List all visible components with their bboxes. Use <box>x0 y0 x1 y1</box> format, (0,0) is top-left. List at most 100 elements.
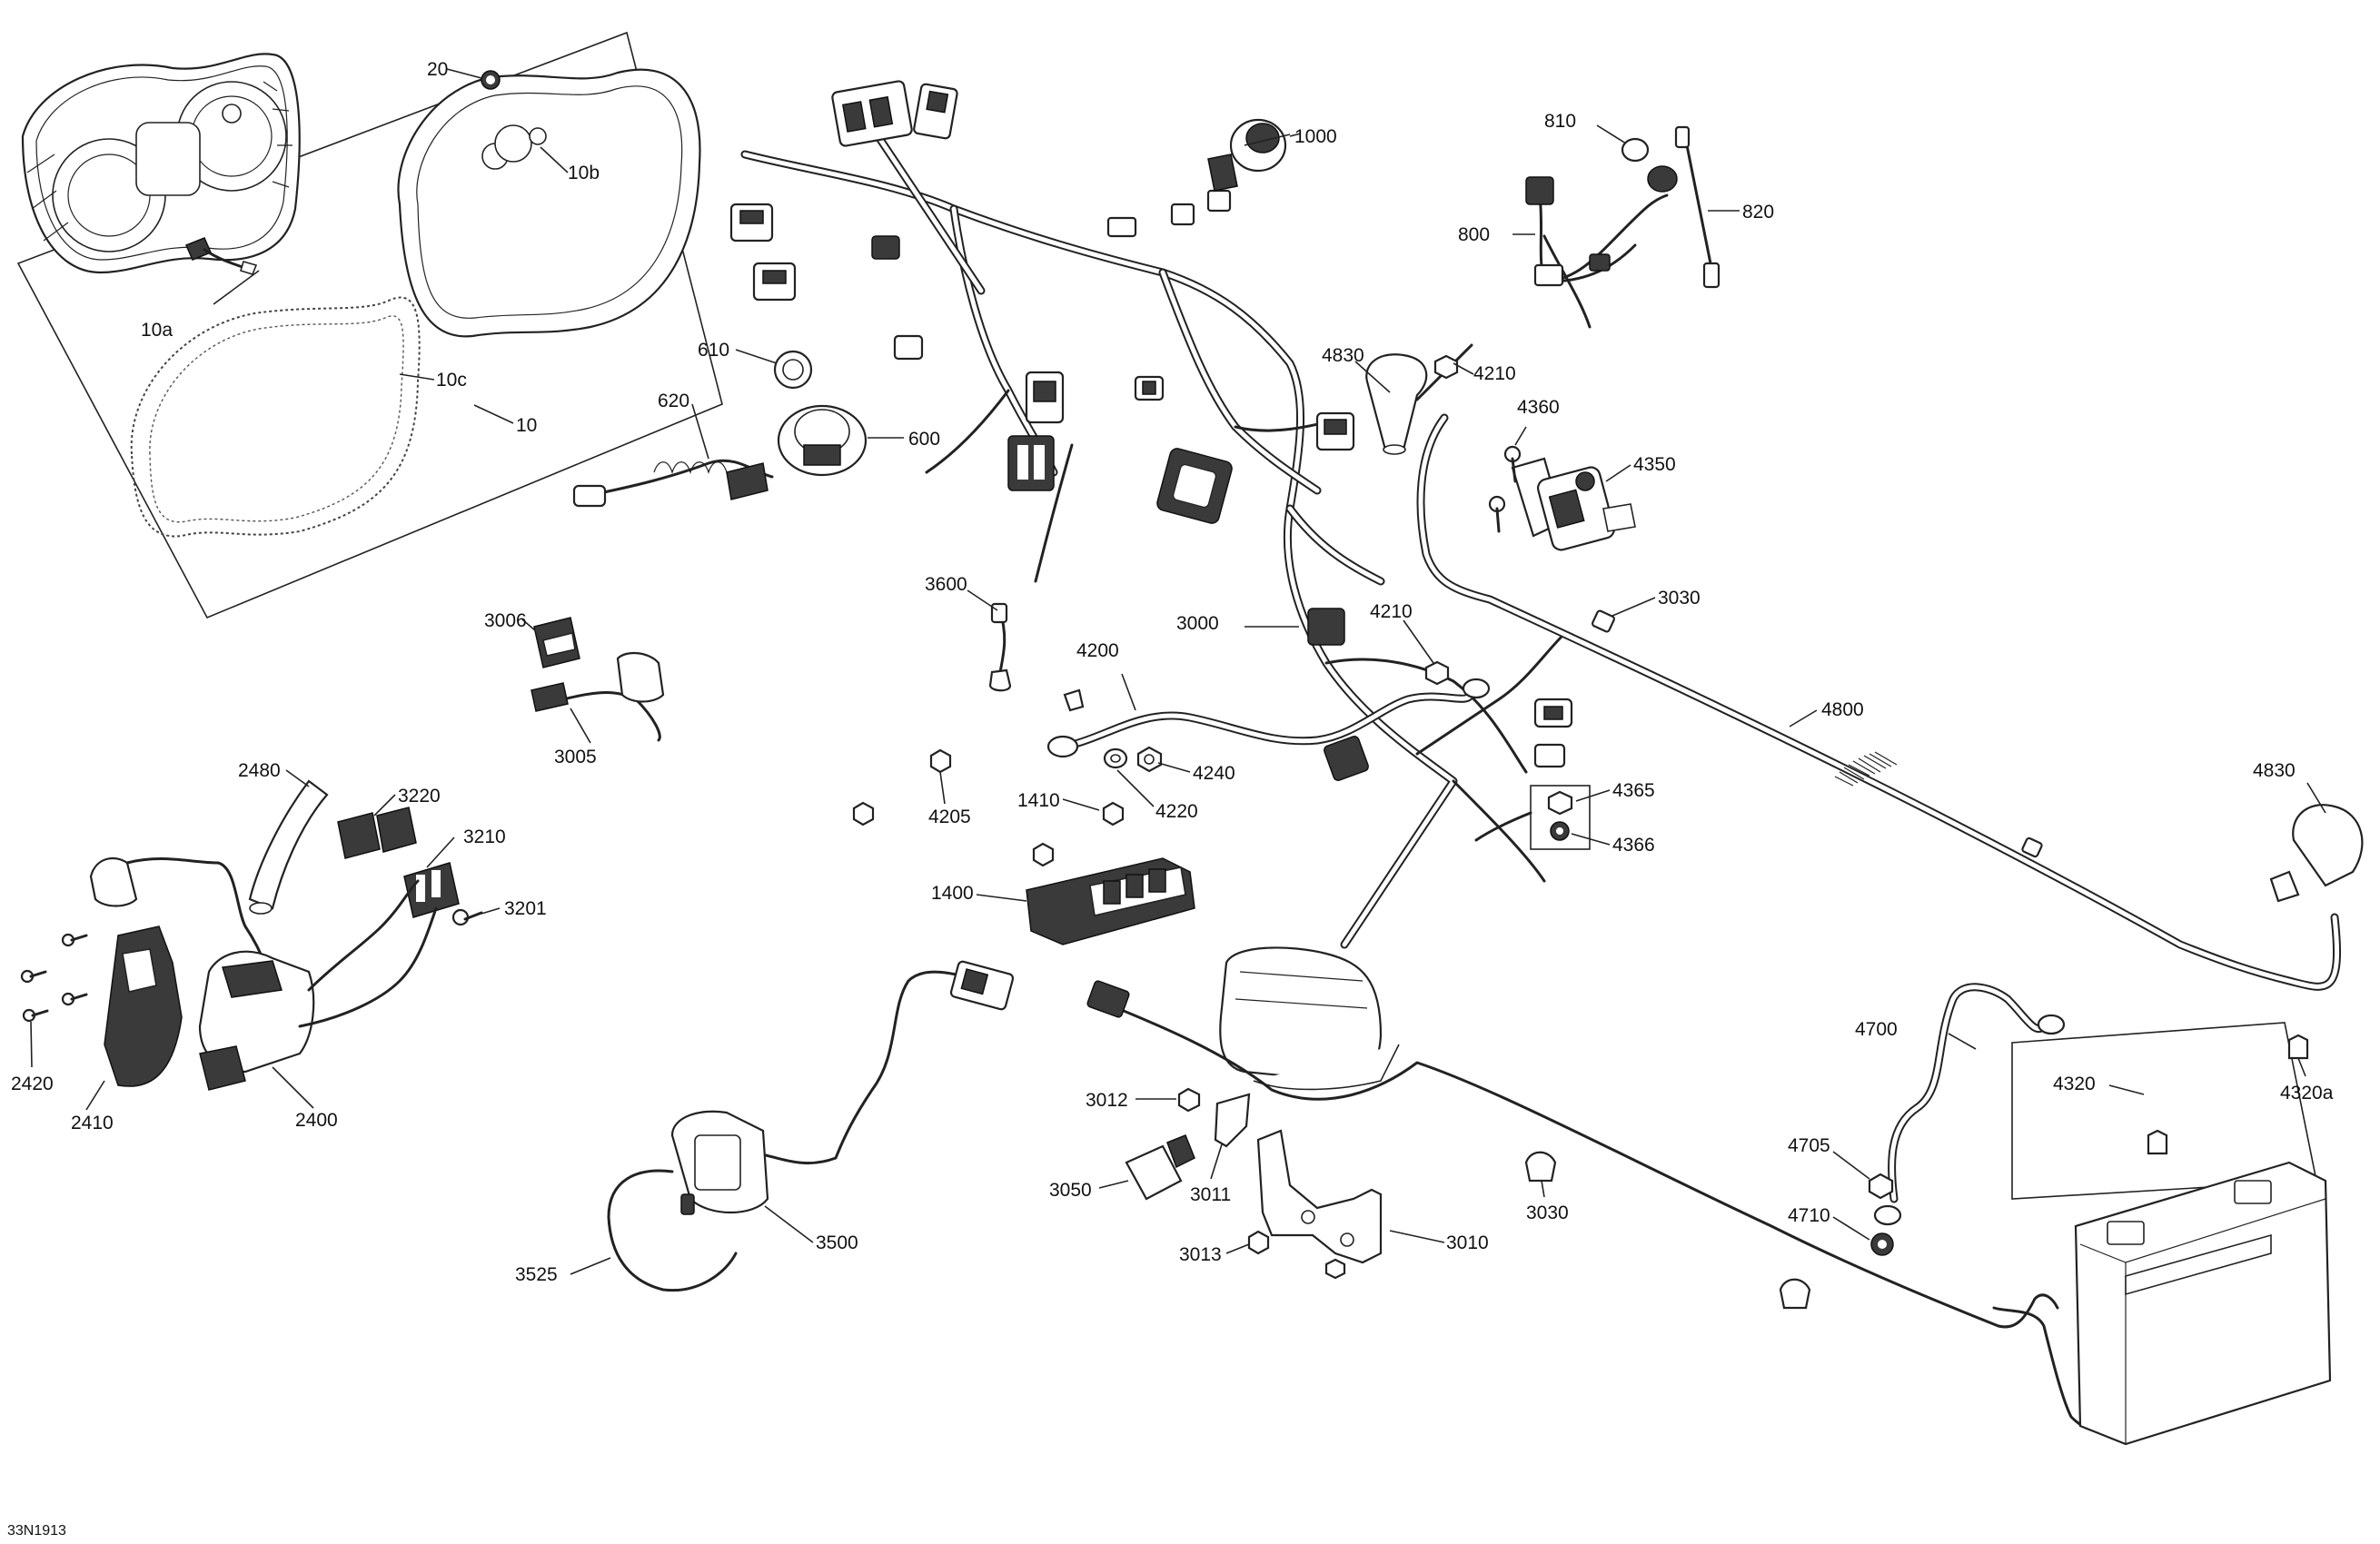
callout-4830-top: 4830 <box>1322 345 1364 366</box>
callout-2420: 2420 <box>11 1074 54 1094</box>
callout-4210-top: 4210 <box>1473 363 1516 384</box>
leader-2420 <box>30 1021 33 1068</box>
leader-4220 <box>1116 769 1155 807</box>
callout-10: 10 <box>516 415 537 436</box>
leader-3010 <box>1389 1230 1445 1243</box>
leader-10c <box>399 373 435 381</box>
nut-4705 <box>1868 1173 1894 1200</box>
hose-2480 <box>248 779 329 915</box>
callout-620: 620 <box>658 391 689 411</box>
nut-1410 <box>1032 801 1125 867</box>
gauge-connector-10a <box>185 237 258 275</box>
callout-3030-bottom: 3030 <box>1526 1203 1569 1223</box>
clip-3030-bottom <box>1524 1151 1811 1310</box>
callout-4366: 4366 <box>1612 835 1655 856</box>
callout-3011: 3011 <box>1190 1184 1231 1205</box>
callout-4710: 4710 <box>1788 1205 1830 1226</box>
nut-4240 <box>1136 746 1163 773</box>
leader-4700 <box>1948 1033 1977 1050</box>
leader-4240 <box>1157 762 1191 773</box>
fuse-box <box>1219 946 1400 1091</box>
leader-4320a <box>2297 1057 2306 1077</box>
leader-4210a <box>1453 362 1474 375</box>
knob-20 <box>481 70 501 90</box>
regulator-1400 <box>1026 857 1195 945</box>
handlebar-switch-2400 <box>198 879 438 1091</box>
power-socket-1000 <box>1207 118 1302 192</box>
leader-4360 <box>1514 426 1527 446</box>
callout-4220: 4220 <box>1155 801 1198 822</box>
harness-3005 <box>531 651 665 742</box>
leader-3011 <box>1210 1143 1223 1180</box>
antenna-3525 <box>607 1169 738 1292</box>
callout-4830-bottom: 4830 <box>2253 760 2296 781</box>
leader-4205 <box>939 771 946 805</box>
boot-4830-top <box>1365 353 1428 455</box>
leader-3500 <box>764 1205 814 1243</box>
leader-4366 <box>1571 833 1611 846</box>
callout-1410: 1410 <box>1017 790 1060 811</box>
callout-4700: 4700 <box>1855 1019 1898 1040</box>
leader-4365 <box>1575 789 1611 802</box>
gauge-lens-10c <box>130 296 421 538</box>
callout-10b: 10b <box>568 163 600 183</box>
callout-3013: 3013 <box>1179 1244 1222 1265</box>
connector-3050 <box>1125 1134 1195 1201</box>
leader-610 <box>735 349 778 364</box>
callout-1400: 1400 <box>931 883 974 904</box>
callout-820: 820 <box>1742 202 1774 223</box>
leader-3030b <box>1541 1180 1545 1198</box>
solenoid-4350 <box>1511 457 1636 551</box>
leader-1400 <box>976 894 1027 902</box>
callout-1000: 1000 <box>1294 126 1337 147</box>
callout-4320a: 4320a <box>2280 1083 2334 1104</box>
leader-3050 <box>1098 1180 1129 1189</box>
module-3500 <box>670 960 1015 1215</box>
callout-3030-top: 3030 <box>1658 588 1701 609</box>
callout-4240: 4240 <box>1193 763 1235 784</box>
leader-3220 <box>373 794 396 817</box>
nut-3013 <box>1247 1230 1270 1255</box>
callout-10a: 10a <box>141 320 173 341</box>
leader-3525 <box>570 1257 611 1275</box>
callout-3210: 3210 <box>463 826 506 847</box>
callout-4800: 4800 <box>1821 699 1864 720</box>
leader-4710 <box>1832 1216 1870 1241</box>
leader-3030a <box>1611 597 1656 617</box>
leader-810 <box>1596 124 1627 144</box>
callout-10c: 10c <box>436 370 467 391</box>
leader-4800 <box>1789 709 1818 727</box>
cable-4700 <box>1873 983 2066 1226</box>
callout-4365: 4365 <box>1612 780 1655 801</box>
leader-3005 <box>570 708 591 744</box>
leader-10b <box>540 146 569 173</box>
nut-4210-mid <box>1424 660 1450 686</box>
callout-800: 800 <box>1458 224 1490 245</box>
callout-2410: 2410 <box>71 1113 114 1133</box>
callout-labels: 20 10b 10a 10c 10 1000 810 820 800 610 6… <box>7 59 2334 1539</box>
callout-610: 610 <box>698 340 729 361</box>
leader-4210b <box>1403 619 1434 664</box>
battery-cable-4800 <box>1416 413 2342 991</box>
callout-4320: 4320 <box>2053 1074 2096 1094</box>
leader-10 <box>473 404 514 424</box>
switch-3006 <box>533 617 580 668</box>
leader-10a <box>213 270 260 305</box>
leader-4320 <box>2108 1084 2145 1095</box>
fastener-box-4365 <box>1474 785 1591 850</box>
gauge-kit-frame <box>16 31 723 619</box>
gauge-cluster-kit-group <box>16 31 723 619</box>
leader-4350 <box>1605 464 1631 482</box>
leader-4200 <box>1121 673 1136 711</box>
mount-bracket-3010 <box>1256 1129 1383 1280</box>
reference-code: 33N1913 <box>7 1523 66 1539</box>
leader-20 <box>446 68 482 79</box>
callout-3201: 3201 <box>504 898 547 919</box>
connector-3220 <box>337 807 417 859</box>
callout-4205: 4205 <box>928 807 971 827</box>
leader-4830a <box>1354 361 1391 393</box>
callout-3000: 3000 <box>1176 613 1219 634</box>
nut-3012 <box>1177 1087 1201 1113</box>
callout-20: 20 <box>427 59 448 80</box>
callout-3012: 3012 <box>1086 1090 1128 1111</box>
